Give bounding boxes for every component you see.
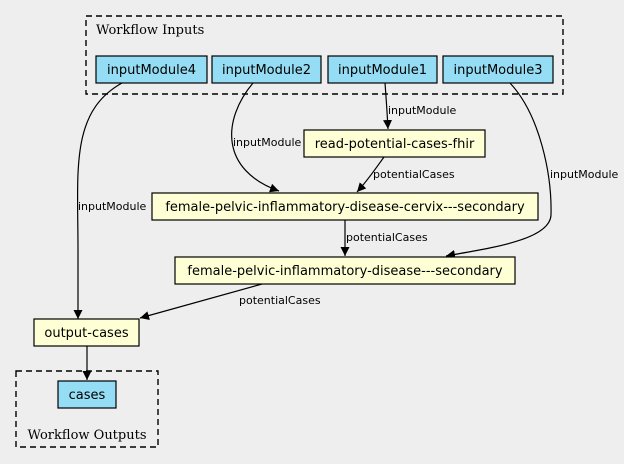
edge-input2-to-cervix bbox=[231, 82, 280, 193]
edge-input4-to-output bbox=[73, 82, 123, 319]
workflow-inputs-cluster: Workflow Inputs bbox=[85, 15, 564, 95]
node-input-module-2[interactable]: inputModule2 bbox=[211, 55, 322, 84]
edge-input3-to-secondary bbox=[445, 82, 552, 259]
edge-label-input4-to-output: inputModule bbox=[78, 200, 147, 213]
edge-read-to-cervix bbox=[356, 156, 385, 193]
edge-label-input1-to-read: inputModule bbox=[388, 104, 457, 117]
node-input-module-1-label: inputModule1 bbox=[338, 63, 427, 78]
node-cases[interactable]: cases bbox=[57, 380, 117, 409]
node-input-module-4[interactable]: inputModule4 bbox=[95, 55, 208, 84]
edge-input1-to-read bbox=[383, 82, 393, 130]
workflow-inputs-title: Workflow Inputs bbox=[96, 23, 204, 38]
node-pelvic-secondary-label: female-pelvic-inflammatory-disease---sec… bbox=[187, 264, 502, 279]
node-pelvic-secondary[interactable]: female-pelvic-inflammatory-disease---sec… bbox=[174, 256, 516, 285]
node-cases-label: cases bbox=[69, 388, 106, 403]
edge-label-secondary-to-output: potentialCases bbox=[239, 294, 321, 307]
edge-label-input3-to-secondary: inputModule bbox=[550, 168, 619, 181]
edge-label-cervix-to-secondary: potentialCases bbox=[346, 231, 428, 244]
node-read-potential-cases-fhir[interactable]: read-potential-cases-fhir bbox=[303, 129, 486, 158]
node-output-cases-label: output-cases bbox=[44, 326, 128, 341]
node-output-cases[interactable]: output-cases bbox=[33, 318, 140, 347]
workflow-inputs-border bbox=[85, 15, 564, 95]
node-pelvic-cervix-secondary-label: female-pelvic-inflammatory-disease-cervi… bbox=[165, 200, 525, 215]
edge-label-read-to-cervix: potentialCases bbox=[373, 168, 455, 181]
edge-secondary-to-output bbox=[139, 283, 263, 320]
node-input-module-1[interactable]: inputModule1 bbox=[327, 55, 438, 84]
edge-label-input2-to-cervix: inputModule bbox=[233, 136, 302, 149]
node-pelvic-cervix-secondary[interactable]: female-pelvic-inflammatory-disease-cervi… bbox=[151, 192, 539, 221]
node-input-module-4-label: inputModule4 bbox=[107, 63, 196, 78]
edges: inputModule inputModule potentialCases i… bbox=[73, 82, 619, 380]
node-input-module-3-label: inputModule3 bbox=[454, 63, 543, 78]
node-input-module-2-label: inputModule2 bbox=[222, 63, 311, 78]
node-read-potential-cases-fhir-label: read-potential-cases-fhir bbox=[315, 137, 475, 152]
node-input-module-3[interactable]: inputModule3 bbox=[442, 55, 554, 84]
workflow-outputs-title: Workflow Outputs bbox=[28, 428, 147, 443]
